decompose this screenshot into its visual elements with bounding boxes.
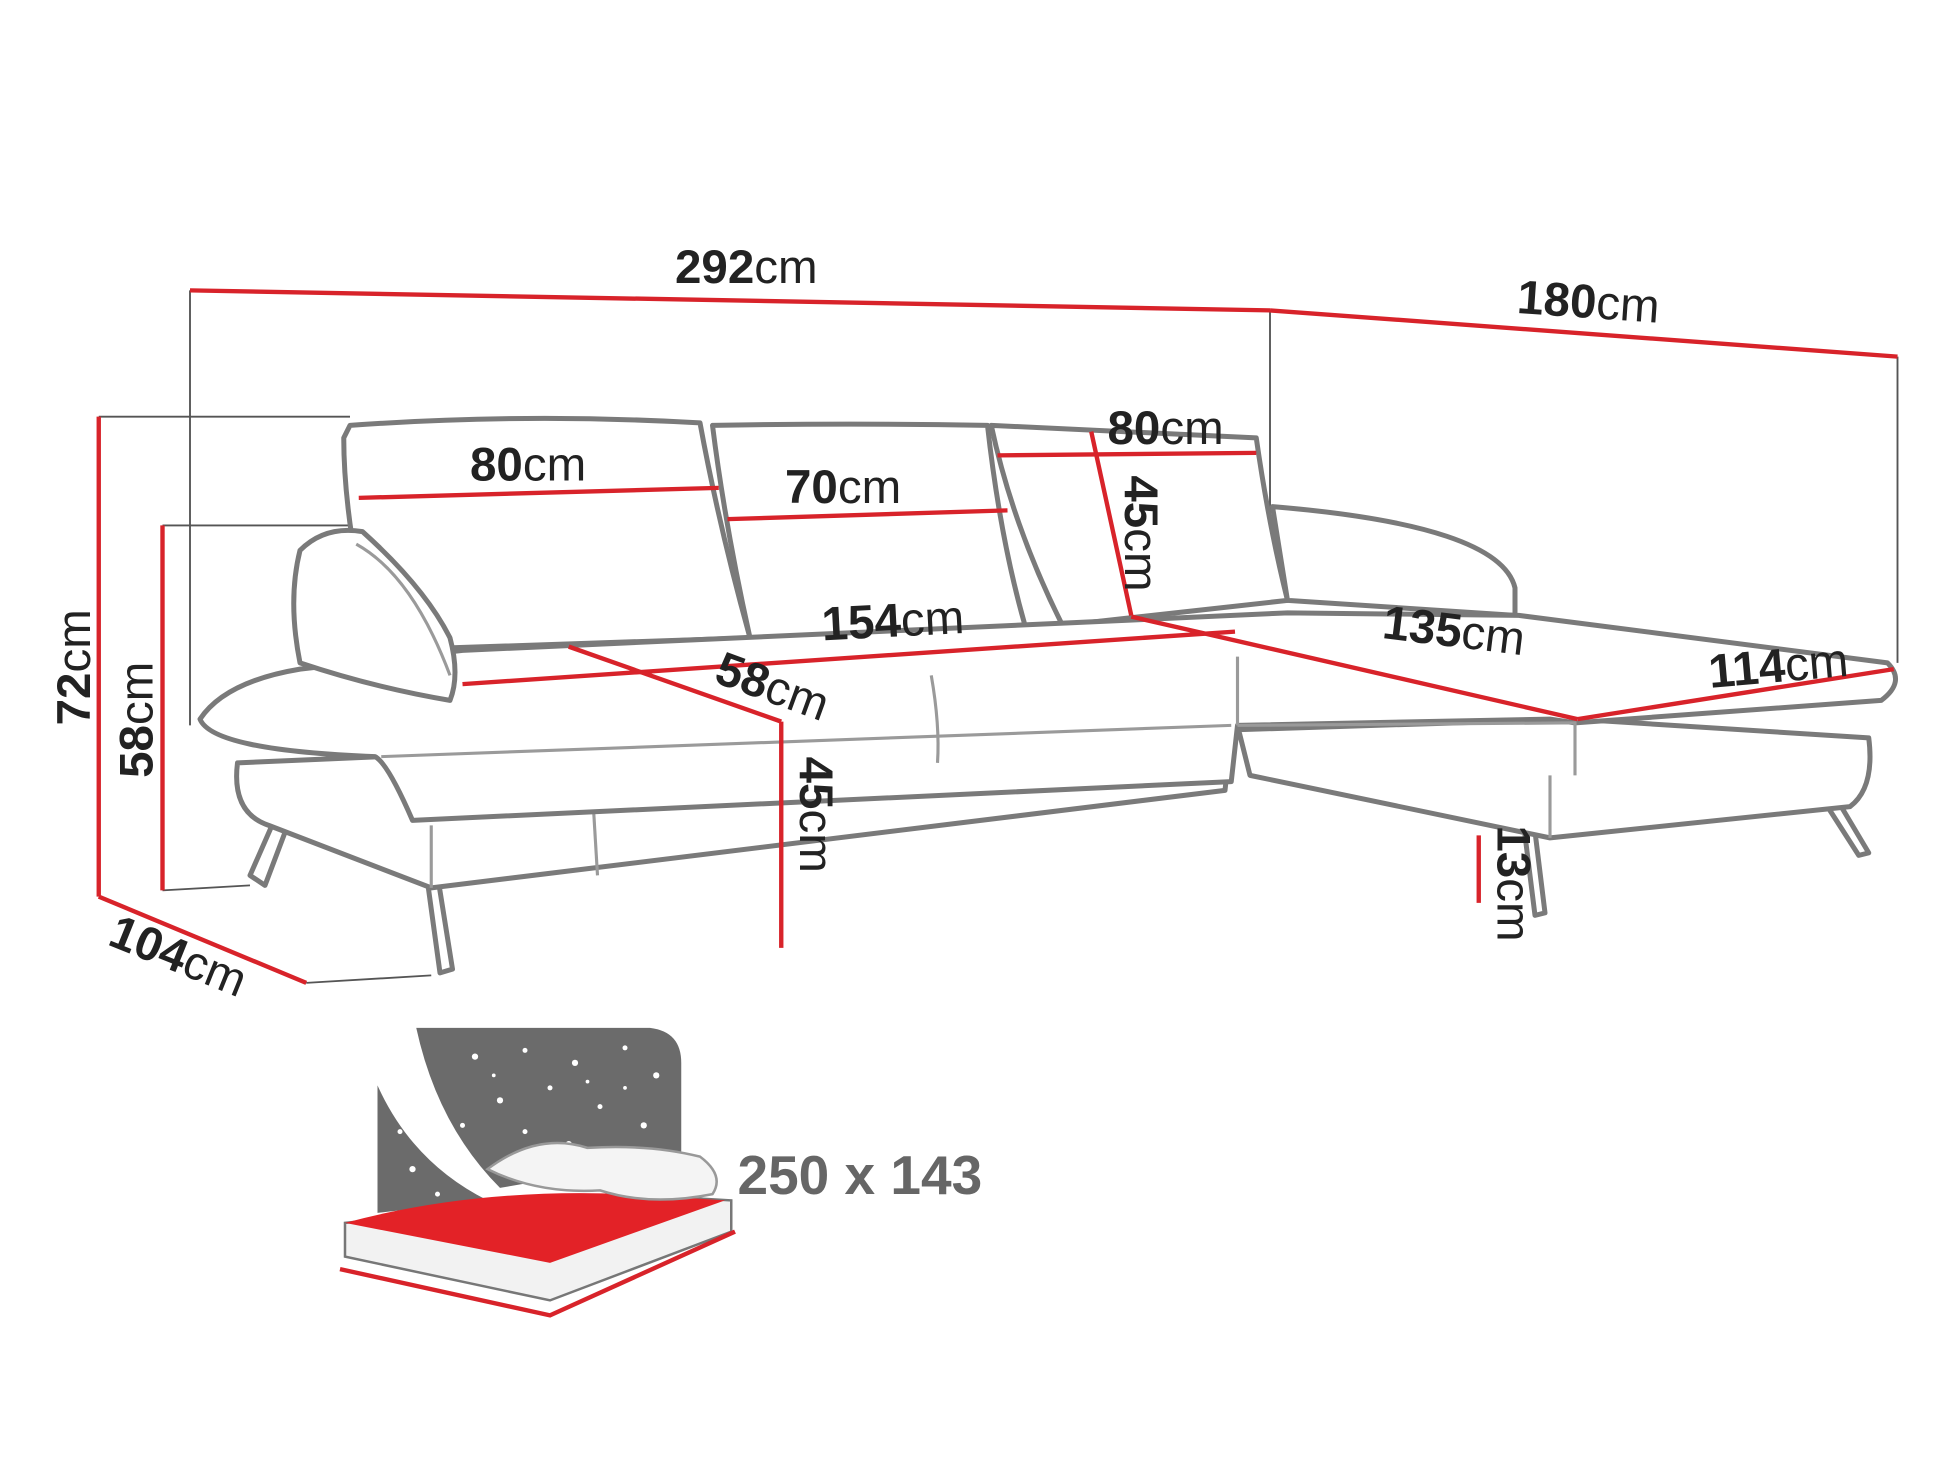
mattress-icon <box>345 1193 725 1263</box>
pillow-icon <box>485 1141 718 1201</box>
sofa-drawing <box>197 415 1898 976</box>
label-backrest-right: 80cm <box>1108 402 1224 455</box>
label-armrest-height: 58cm <box>110 662 163 778</box>
label-seat-height: 45cm <box>789 757 842 873</box>
bed-function-icon: 250 x 143 <box>339 1027 983 1318</box>
label-seat-width: 154cm <box>820 591 965 651</box>
label-backrest-height: 45cm <box>1114 475 1167 591</box>
label-leg-height: 13cm <box>1487 825 1540 941</box>
guide-lines <box>98 290 1899 984</box>
label-chaise-length: 180cm <box>1515 271 1661 334</box>
label-depth: 104cm <box>102 905 254 1008</box>
label-total-width: 292cm <box>675 241 818 294</box>
bed-size-label: 250 x 143 <box>738 1144 983 1206</box>
label-backrest-middle: 70cm <box>785 461 901 514</box>
label-chaise-seat-length: 135cm <box>1380 596 1528 666</box>
label-total-height: 72cm <box>48 609 101 725</box>
label-backrest-left: 80cm <box>470 438 586 491</box>
dimension-lines <box>96 288 1898 985</box>
label-chaise-width: 114cm <box>1706 634 1850 699</box>
